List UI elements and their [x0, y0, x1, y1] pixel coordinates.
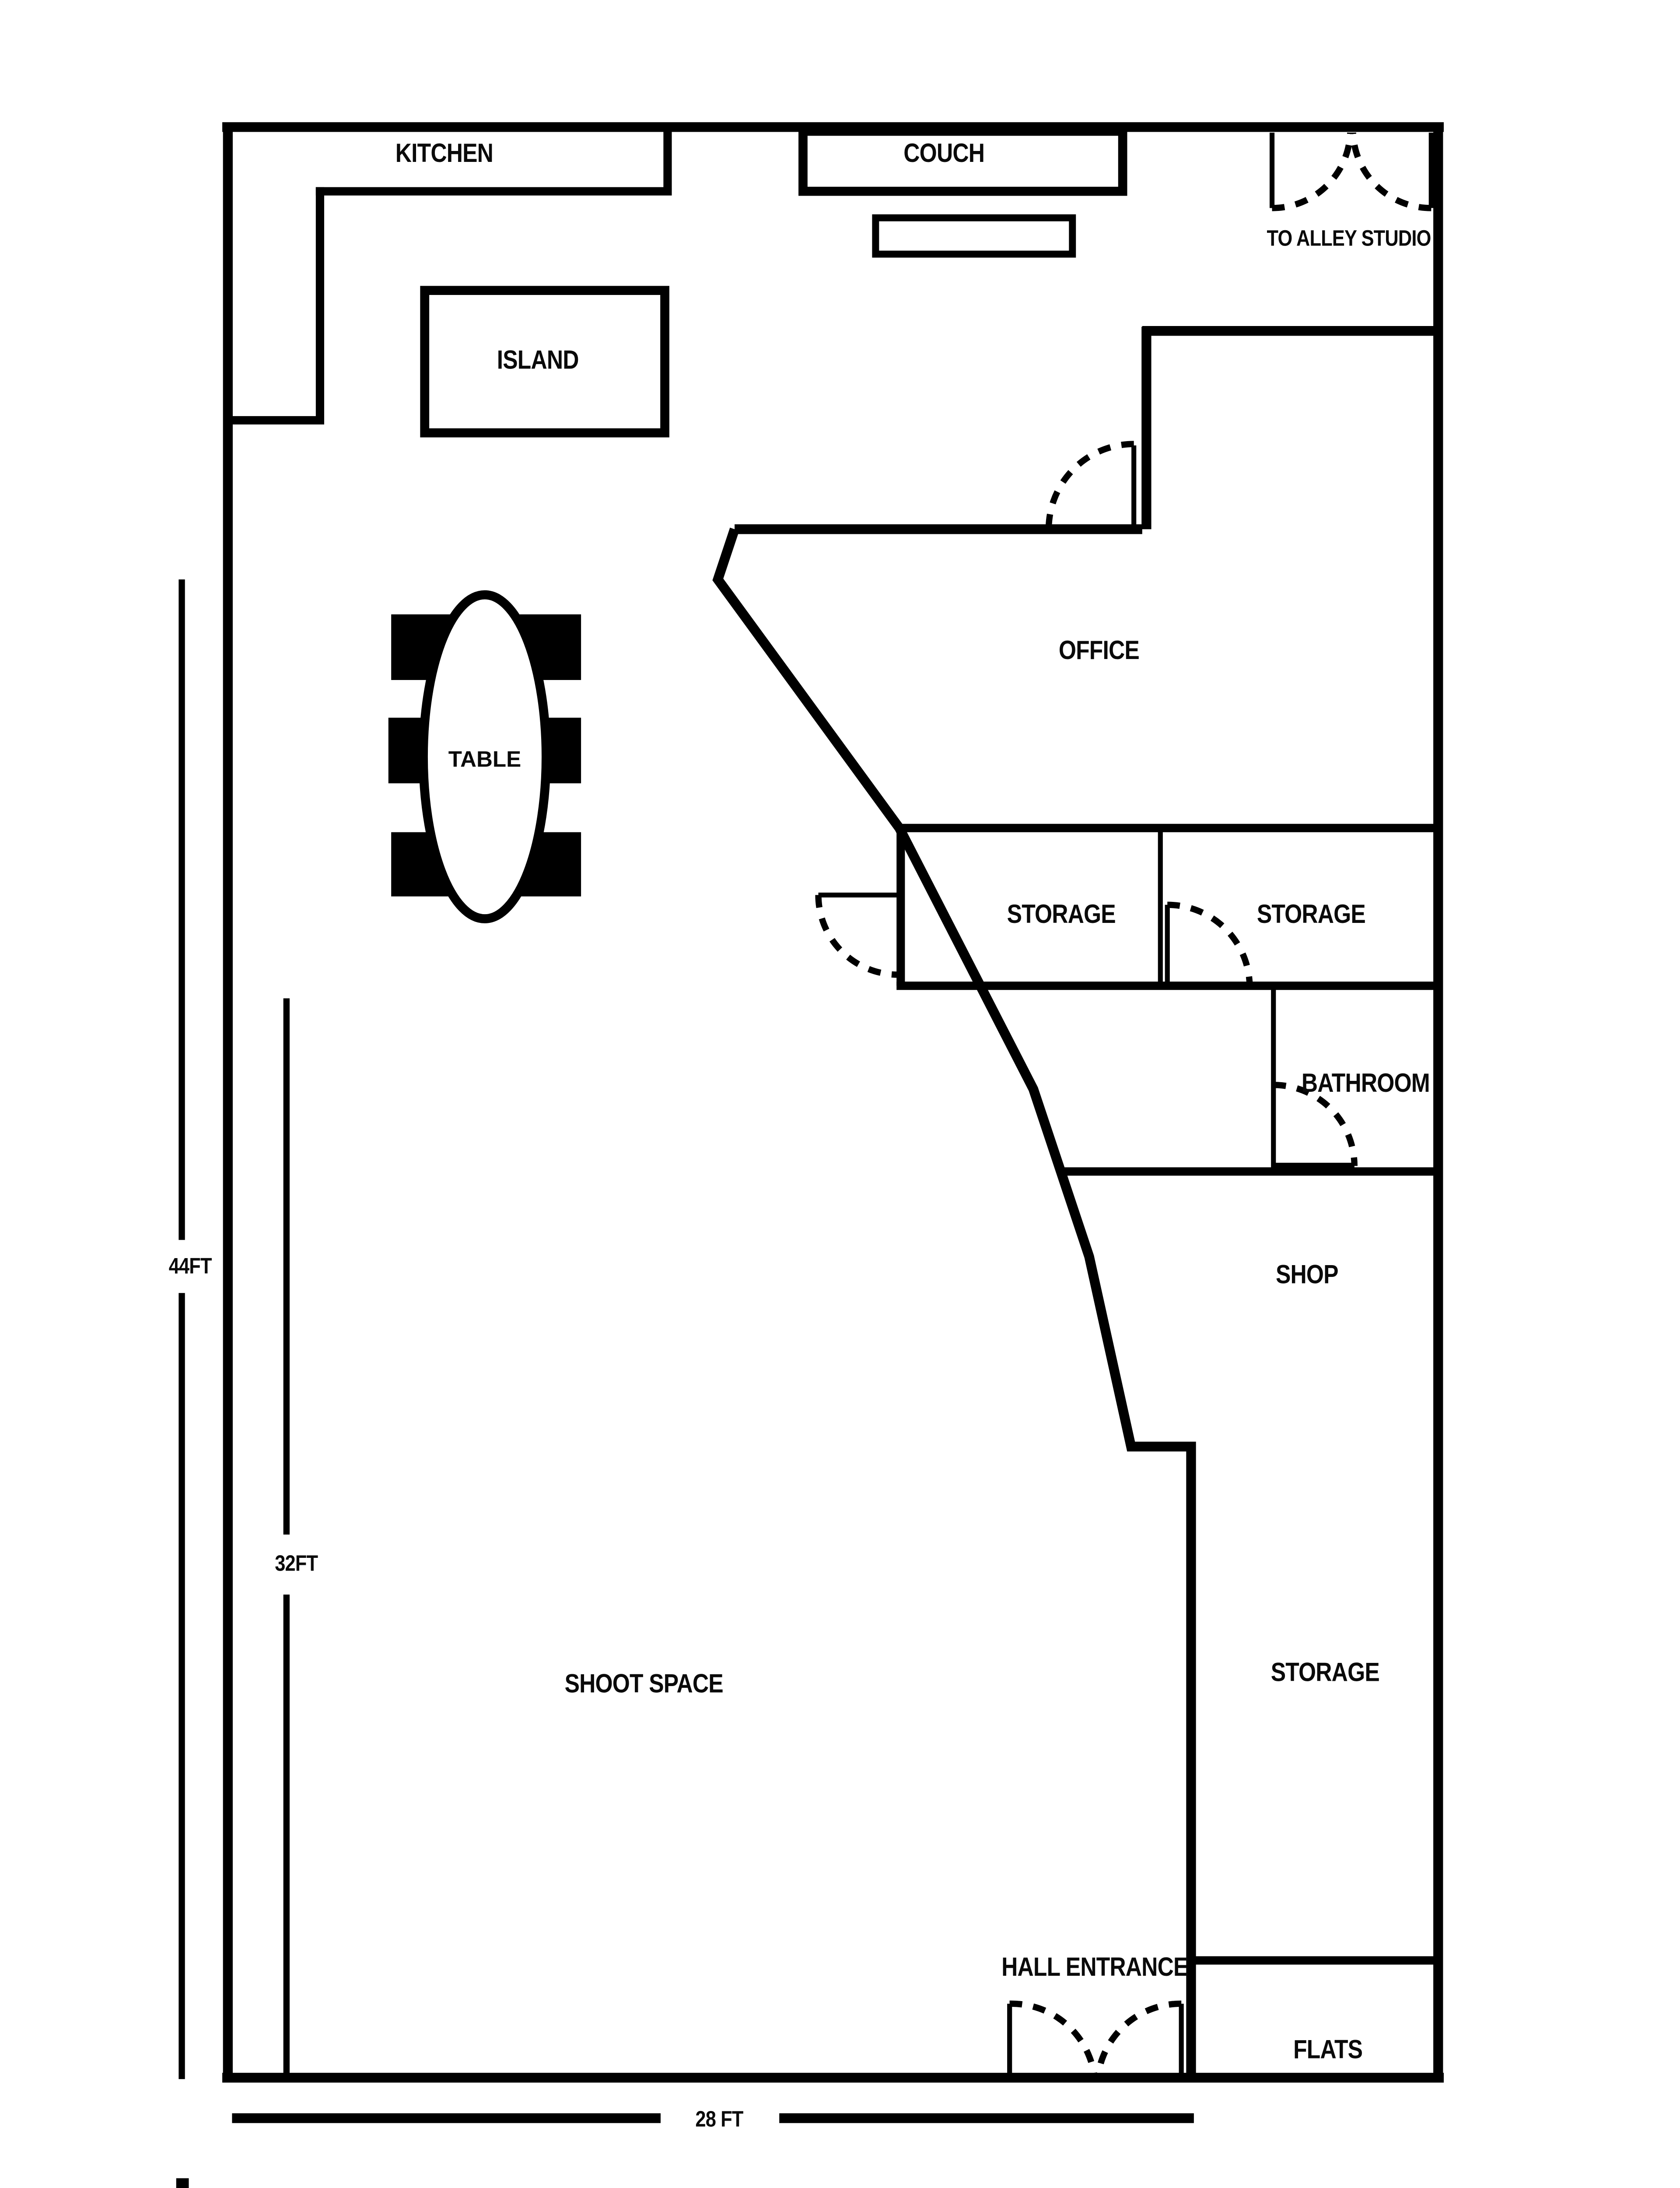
corner-tick-mark: [176, 2178, 189, 2188]
storage-lower-label: STORAGE: [1271, 1657, 1379, 1687]
dimension-lines: [176, 579, 1194, 2188]
flats-label: FLATS: [1293, 2034, 1362, 2064]
alley-door-left-swing-arc: [1272, 132, 1354, 211]
office-label: OFFICE: [1059, 635, 1139, 665]
partition-walls: [896, 824, 1438, 1965]
coffee-table-rect: [872, 214, 1076, 258]
furniture: [388, 126, 1127, 923]
doors: [815, 132, 1434, 2079]
storage-upper-right-label: STORAGE: [1257, 899, 1365, 929]
dim-44ft-label: 44FT: [169, 1254, 212, 1279]
storage-upper-left-label: STORAGE: [1007, 899, 1116, 929]
shoot-space-label: SHOOT SPACE: [565, 1668, 723, 1698]
shoot-space-boundary-wall: [712, 527, 1196, 2082]
table-ellipse: [419, 590, 551, 923]
labels: KITCHEN COUCH TO ALLEY STUDIO ISLAND OFF…: [169, 138, 1432, 2132]
outer-walls: [222, 122, 1444, 2083]
couch-label: COUCH: [903, 138, 984, 168]
island-label: ISLAND: [497, 344, 579, 374]
couch-rect: [798, 126, 1127, 196]
hall-door-left-swing-arc: [1009, 2000, 1098, 2079]
office-door-swing-arc: [1045, 441, 1134, 529]
hall-entrance-label: HALL ENTRANCE: [1001, 1952, 1188, 1981]
table-label: TABLE: [448, 747, 521, 771]
bathroom-label: BATHROOM: [1302, 1068, 1430, 1098]
island-rect: [420, 286, 669, 438]
storage-left-door-swing-arc: [815, 895, 901, 978]
office-walls: [712, 326, 1438, 2082]
alley-door-right-swing-arc: [1350, 132, 1432, 211]
kitchen-label: KITCHEN: [396, 138, 493, 168]
dim-28ft-label: 28 FT: [695, 2107, 743, 2132]
hall-door-right-swing-arc: [1094, 2000, 1182, 2079]
shop-label: SHOP: [1276, 1259, 1338, 1289]
to-alley-studio-label: TO ALLEY STUDIO: [1267, 226, 1431, 251]
kitchen-counter-walls: [228, 127, 672, 425]
dim-32ft-label: 32FT: [275, 1551, 318, 1576]
storage-right-door-swing-arc: [1167, 901, 1253, 987]
